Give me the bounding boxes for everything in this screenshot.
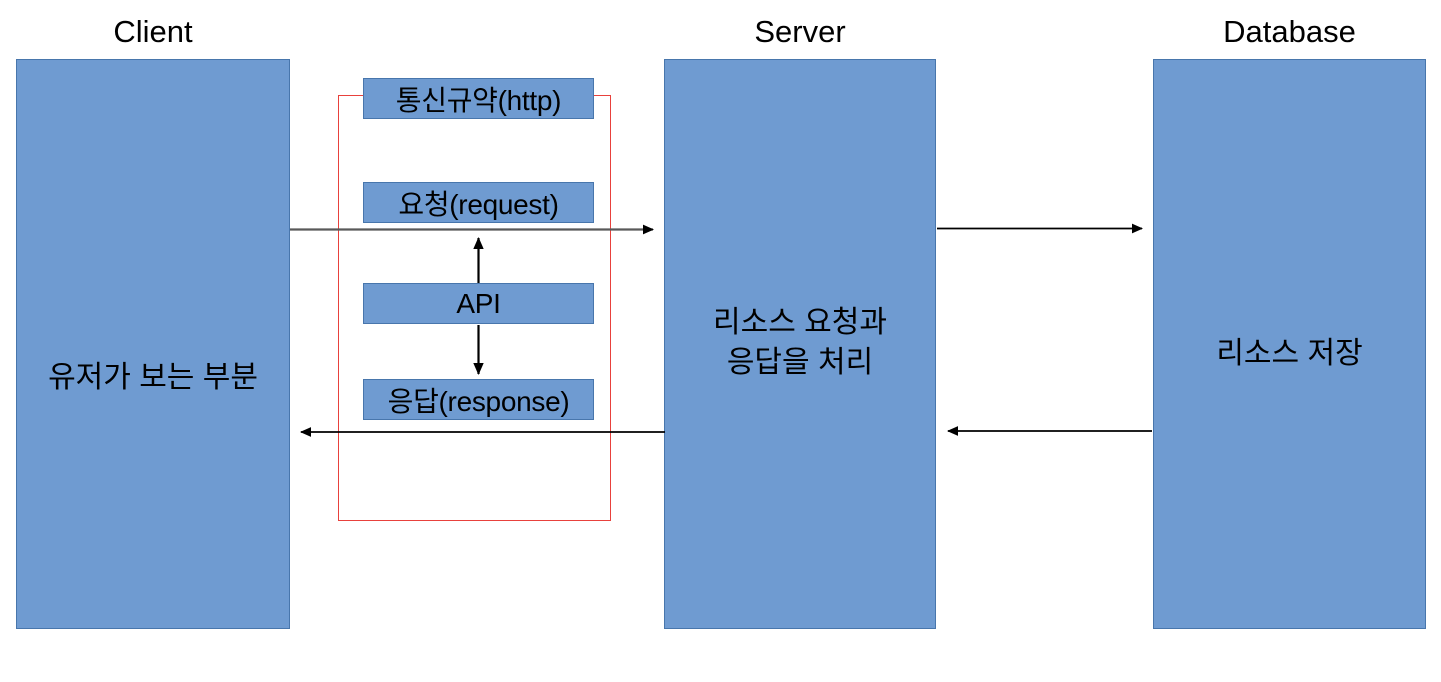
server-box[interactable]: 리소스 요청과 응답을 처리 <box>664 59 936 629</box>
chip-api-label: API <box>456 287 501 319</box>
chip-request-label: 요청(request) <box>398 188 559 220</box>
caption-database: Database <box>1223 14 1356 49</box>
chip-http-protocol-label: 통신규약(http) <box>395 84 562 116</box>
caption-server: Server <box>754 14 846 49</box>
server-box-label: 리소스 요청과 응답을 처리 <box>713 306 887 379</box>
client-box[interactable]: 유저가 보는 부분 <box>16 59 290 629</box>
database-box-label: 리소스 저장 <box>1216 337 1363 370</box>
chip-http-protocol[interactable]: 통신규약(http) <box>363 78 594 119</box>
chip-response-label: 응답(response) <box>387 385 570 417</box>
caption-client: Client <box>113 14 193 49</box>
chip-response[interactable]: 응답(response) <box>363 379 594 420</box>
client-box-label: 유저가 보는 부분 <box>48 361 258 394</box>
database-box[interactable]: 리소스 저장 <box>1153 59 1426 629</box>
chip-request[interactable]: 요청(request) <box>363 182 594 223</box>
chip-api[interactable]: API <box>363 283 594 324</box>
